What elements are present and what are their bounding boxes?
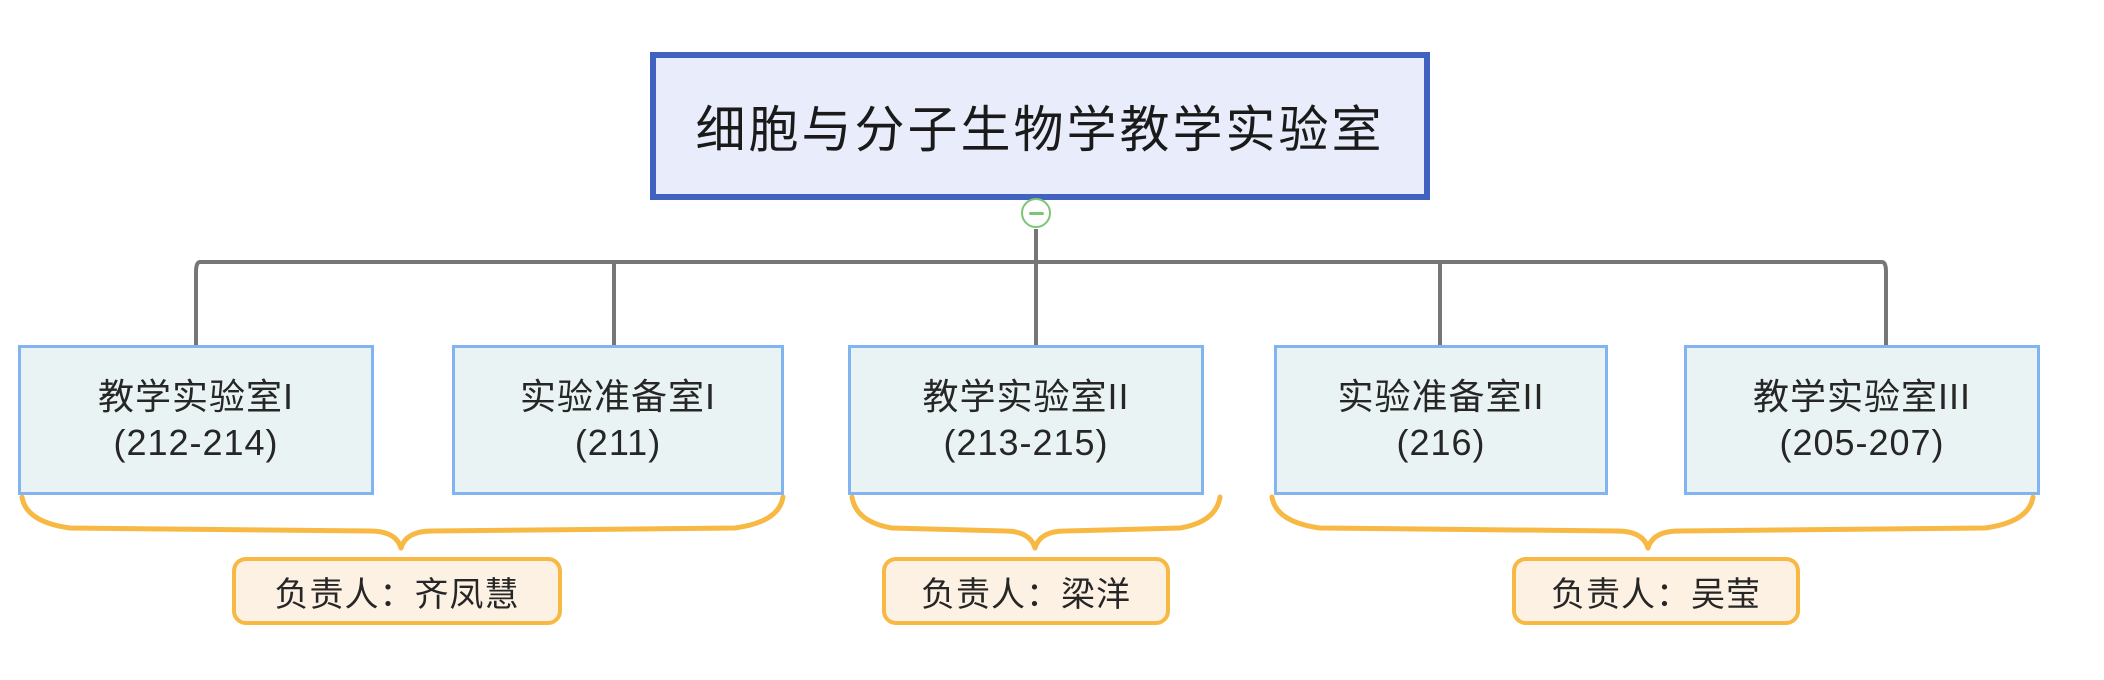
owner-box-2[interactable]: 负责人：梁洋 <box>882 557 1170 625</box>
child-node-2-name: 实验准备室I <box>519 375 716 417</box>
child-node-1-name: 教学实验室I <box>97 375 294 417</box>
brace-group-1 <box>19 494 786 551</box>
child-node-2[interactable]: 实验准备室I (211) <box>452 345 784 495</box>
child-node-2-room: (211) <box>574 422 662 463</box>
owner-box-1[interactable]: 负责人：齐凤慧 <box>232 557 562 625</box>
owner-box-3[interactable]: 负责人：吴莹 <box>1512 557 1800 625</box>
owner-box-2-label: 负责人：梁洋 <box>921 575 1131 614</box>
root-node-label: 细胞与分子生物学教学实验室 <box>695 102 1385 158</box>
minus-glyph <box>1028 211 1044 215</box>
minus-circle-icon[interactable] <box>1021 198 1051 228</box>
root-node[interactable]: 细胞与分子生物学教学实验室 <box>650 52 1430 200</box>
brace-group-3 <box>1269 494 2036 551</box>
child-node-1-room: (212-214) <box>113 422 279 463</box>
child-node-1[interactable]: 教学实验室I (212-214) <box>18 345 374 495</box>
child-node-5-room: (205-207) <box>1779 422 1945 463</box>
child-node-3[interactable]: 教学实验室II (213-215) <box>848 345 1204 495</box>
brace-group-2 <box>849 494 1223 551</box>
child-node-5[interactable]: 教学实验室III (205-207) <box>1684 345 2040 495</box>
child-node-5-name: 教学实验室III <box>1752 375 1971 417</box>
child-node-3-room: (213-215) <box>943 422 1109 463</box>
connector-drop-5 <box>1880 260 1888 347</box>
connector-drop-1 <box>194 260 202 347</box>
child-node-3-name: 教学实验室II <box>922 375 1130 417</box>
child-node-4-name: 实验准备室II <box>1337 375 1545 417</box>
owner-box-1-label: 负责人：齐凤慧 <box>274 575 520 614</box>
owner-box-3-label: 负责人：吴莹 <box>1551 575 1761 614</box>
child-node-4[interactable]: 实验准备室II (216) <box>1274 345 1608 495</box>
child-node-4-room: (216) <box>1396 422 1486 463</box>
